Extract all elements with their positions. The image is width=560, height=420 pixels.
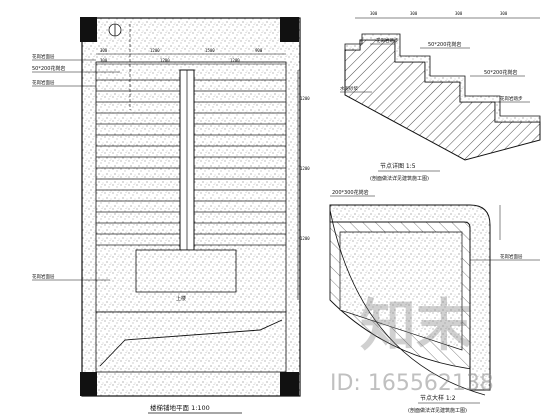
stair-plan: 300 1200 1500 900 300 1200 1200 花岗岩面层 50…: [32, 17, 310, 414]
column-bottom-right: [280, 372, 299, 396]
callout-material-left: 花岗岩面层: [32, 273, 55, 280]
plan-dim-top-3: 1500: [205, 48, 215, 53]
plan-dim-row2-1: 300: [100, 58, 108, 63]
detail-callout-top: 200*300花岗岩: [332, 189, 369, 196]
section-title: 节点详图 1:5: [380, 162, 416, 170]
column-bottom-left: [80, 372, 97, 396]
detail-core: [339, 231, 463, 351]
plan-dim-row2-3: 1200: [230, 58, 240, 63]
section-callout-right: 50*200花岗岩: [484, 69, 517, 76]
nosing-detail: 200*300花岗岩 花岗岩面层 节点大样 1:2 (剖面做法详见建筑施工图): [329, 189, 540, 414]
section-subtitle: (剖面做法详见建筑施工图): [370, 175, 429, 182]
detail-title: 节点大样 1:2: [420, 394, 456, 402]
callout-material-top: 花岗岩面层: [32, 53, 55, 60]
plan-dim-top-1: 300: [100, 48, 108, 53]
section-finish-layer: [344, 33, 541, 123]
stair-section: 300 300 300 300 花岗岩踏步 50*200花岗岩 50*200花岗…: [340, 11, 541, 182]
section-dim-1: 300: [370, 11, 378, 16]
plan-right-dim-1: 1200: [300, 96, 310, 101]
plan-dim-top-2: 1200: [150, 48, 160, 53]
watermark-logo: 知末: [360, 294, 472, 359]
section-callout-bottom-right: 花岗岩踏步: [500, 95, 523, 102]
section-dim-3: 300: [455, 11, 463, 16]
plan-dim-row2-2: 1200: [160, 58, 170, 63]
plan-bottom-band: [95, 311, 287, 373]
watermark-id: ID: 165562138: [330, 371, 494, 396]
section-dim-2: 300: [410, 11, 418, 16]
plan-title: 楼梯铺地平面 1:100: [150, 403, 210, 412]
plan-right-dim-2: 1200: [300, 166, 310, 171]
section-callout-top-left: 花岗岩踏步: [376, 37, 399, 44]
section-callout-mid: 50*200花岗岩: [428, 41, 461, 48]
column-top-right: [280, 17, 299, 42]
plan-dim-top-4: 900: [255, 48, 263, 53]
detail-callout-right: 花岗岩面层: [500, 253, 523, 260]
landing: [135, 249, 237, 293]
callout-paving: 50*200花岗岩: [32, 65, 65, 72]
section-callout-left: 水泥砂浆: [340, 85, 358, 92]
break-line: [99, 319, 283, 367]
detail-subtitle: (剖面做法详见建筑施工图): [408, 407, 467, 414]
plan-right-dim-3: 1200: [300, 236, 310, 241]
callout-material-mid: 花岗岩面层: [32, 79, 55, 86]
section-dim-4: 300: [500, 11, 508, 16]
column-top-left: [80, 17, 97, 42]
plan-center-label: 上楼: [176, 295, 186, 302]
